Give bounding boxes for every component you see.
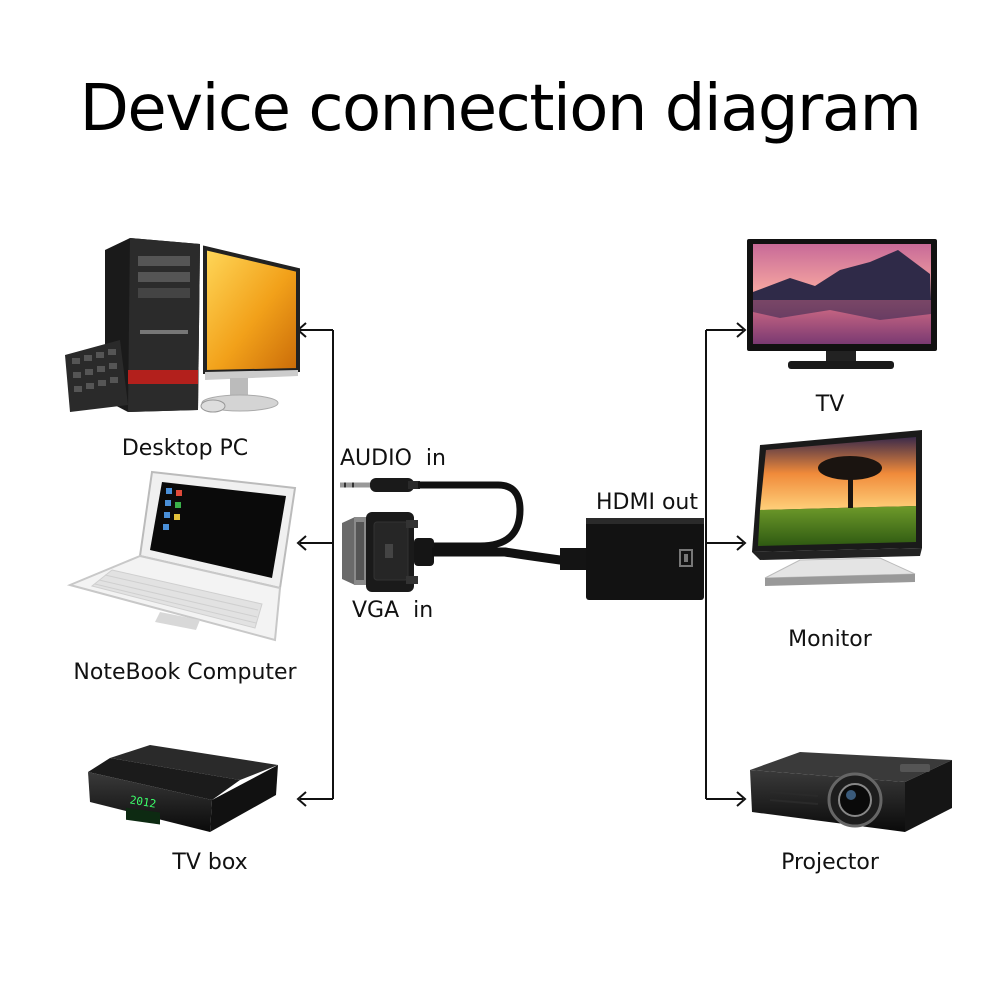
vga-hdmi-adapter-cable: [340, 478, 704, 600]
label-hdmi-out: HDMI out: [596, 490, 698, 515]
diagram-title: Device connection diagram: [79, 72, 922, 146]
label-tv: TV: [815, 392, 845, 417]
tv-icon: [747, 239, 937, 369]
projector-icon: [750, 752, 952, 832]
tvbox-display-text: 2012: [129, 793, 157, 810]
vga-connector: [342, 512, 434, 592]
label-notebook-computer: NoteBook Computer: [73, 660, 297, 685]
label-projector: Projector: [781, 850, 879, 875]
left-connector-lines: [296, 322, 334, 807]
tree-silhouette: [818, 456, 882, 508]
label-monitor: Monitor: [788, 627, 872, 652]
notebook-computer-icon: [66, 470, 297, 642]
label-audio-in: AUDIO in: [340, 446, 446, 471]
tv-box-icon: [88, 745, 278, 832]
hdmi-adapter-box: [586, 518, 704, 600]
label-vga-in: VGA in: [352, 598, 434, 623]
audio-jack: [340, 478, 420, 492]
monitor-icon: [752, 430, 922, 586]
label-tv-box: TV box: [172, 850, 248, 875]
right-connector-lines: [705, 322, 747, 807]
label-desktop-pc: Desktop PC: [121, 436, 249, 461]
desktop-pc-icon: [65, 238, 300, 413]
